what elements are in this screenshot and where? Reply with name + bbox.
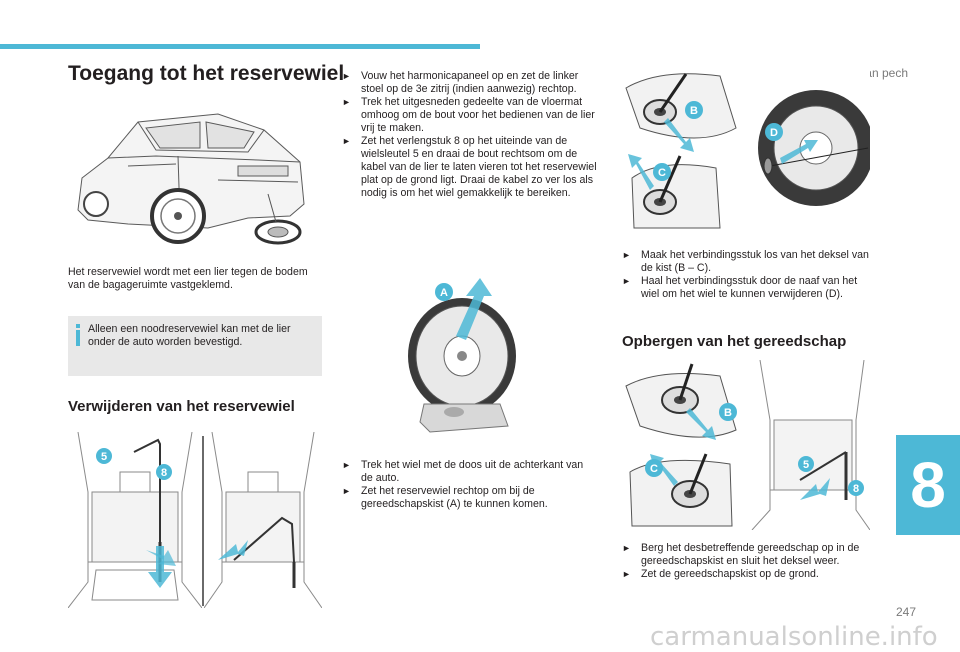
chapter-tab: 8	[896, 435, 960, 535]
bullet-marker-icon: ►	[622, 569, 631, 579]
list-item: ►Trek het wiel met de doos uit de achter…	[342, 459, 584, 484]
bullet-marker-icon: ►	[342, 71, 351, 81]
bullet-marker-icon: ►	[622, 276, 631, 286]
list-item: ►Haal het verbindingsstuk door de naaf v…	[622, 275, 858, 300]
watermark: carmanualsonline.info	[650, 622, 938, 652]
label-5-store: 5	[803, 459, 809, 471]
bullet-marker-icon: ►	[342, 97, 351, 107]
label-c: C	[658, 167, 666, 179]
bullet-marker-icon: ►	[342, 460, 351, 470]
list-item: ►Maak het verbindingsstuk los van het de…	[622, 249, 869, 274]
page-title: Toegang tot het reservewiel	[68, 62, 345, 85]
list-item: ►Vouw het harmonicapaneel op en zet de l…	[342, 70, 579, 95]
spare-wheel-illustration: A	[400, 276, 518, 440]
bullet-marker-icon: ►	[622, 250, 631, 260]
list-item: ►Trek het uitgesneden gedeelte van de vl…	[342, 96, 595, 134]
toolbox-detail-illustration: B C D	[620, 68, 870, 238]
steps-remove-2: ►Trek het wiel met de doos uit de achter…	[342, 459, 597, 511]
header-accent-bar	[0, 44, 480, 49]
list-item: ►Berg het desbetreffende gereedschap op …	[622, 542, 860, 567]
label-5: 5	[101, 451, 107, 463]
list-item: ►Zet de gereedschapskist op de grond.	[622, 568, 819, 580]
trunk-illustration-left: 5 8	[68, 432, 202, 608]
intro-paragraph: Het reservewiel wordt met een lier tegen…	[68, 266, 308, 291]
info-note: Alleen een noodreservewiel kan met de li…	[68, 316, 322, 376]
steps-remove-1: ►Vouw het harmonicapaneel op en zet de l…	[342, 70, 597, 200]
label-8: 8	[161, 467, 167, 479]
figure-divider	[202, 436, 204, 606]
page-number: 247	[895, 605, 916, 619]
section-heading-remove: Verwijderen van het reservewiel	[68, 398, 295, 415]
trunk-illustration-right	[204, 432, 322, 608]
section-heading-store: Opbergen van het gereedschap	[622, 333, 847, 350]
list-item: ►Zet het reservewiel rechtop om bij de g…	[342, 485, 548, 510]
bullet-marker-icon: ►	[622, 543, 631, 553]
bullet-marker-icon: ►	[342, 136, 351, 146]
steps-store: ►Berg het desbetreffende gereedschap op …	[622, 542, 876, 581]
list-item: ►Zet het verlengstuk 8 op het uiteinde v…	[342, 135, 597, 199]
label-b-store: B	[724, 407, 732, 419]
label-b: B	[690, 105, 698, 117]
label-c-store: C	[650, 463, 658, 475]
label-a: A	[440, 287, 448, 299]
toolbox-store-illustration: B C 5 8	[620, 360, 870, 530]
steps-remove-3: ►Maak het verbindingsstuk los van het de…	[622, 249, 876, 301]
label-d: D	[770, 127, 778, 139]
label-8-store: 8	[853, 483, 859, 495]
info-icon	[76, 324, 80, 346]
note-text: Alleen een noodreservewiel kan met de li…	[88, 323, 291, 348]
car-illustration	[68, 100, 322, 255]
bullet-marker-icon: ►	[342, 486, 351, 496]
